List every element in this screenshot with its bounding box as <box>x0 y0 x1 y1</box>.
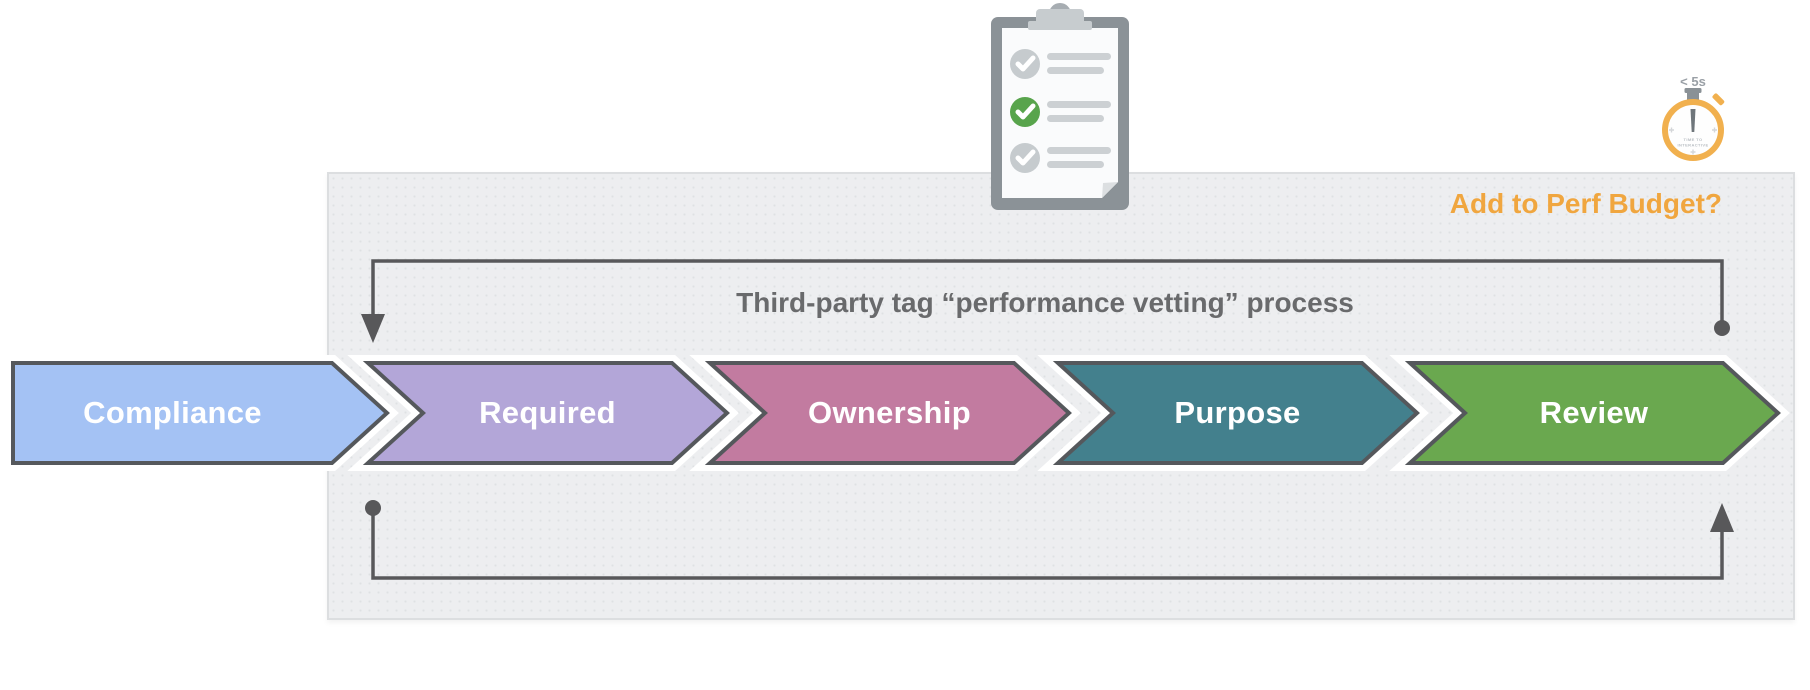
step-chevron-purpose <box>1052 361 1420 465</box>
step-chevron-review <box>1404 361 1781 465</box>
stopwatch-side-nub <box>1712 93 1725 106</box>
stopwatch-time-label: < 5s <box>1680 74 1706 89</box>
step-label-review: Review <box>1539 395 1649 430</box>
step-chevron-required <box>362 361 730 465</box>
step-label-compliance: Compliance <box>83 395 262 430</box>
stopwatch-dial-label-2: INTERACTIVE <box>1677 143 1708 148</box>
clipboard-checklist-icon <box>991 3 1129 210</box>
arrowhead-up-icon <box>1710 503 1734 532</box>
item-text-line <box>1047 161 1104 168</box>
step-chevron-compliance <box>11 361 390 465</box>
item-text-line <box>1047 115 1104 122</box>
top-feedback-loop <box>361 259 1730 343</box>
perf-budget-question: Add to Perf Budget? <box>1449 188 1722 219</box>
stopwatch-hand <box>1690 109 1696 132</box>
checklist-item <box>1010 49 1111 79</box>
dial-tick-marks <box>1669 127 1717 155</box>
step-label-ownership: Ownership <box>808 395 971 430</box>
step-label-purpose: Purpose <box>1174 395 1301 430</box>
top-loop-line <box>371 259 1724 328</box>
checklist-item <box>1010 97 1111 127</box>
item-text-line <box>1047 53 1111 60</box>
item-text-line <box>1047 147 1111 154</box>
item-text-line <box>1047 67 1104 74</box>
paper-fold <box>1102 182 1118 198</box>
arrowhead-down-icon <box>361 314 385 343</box>
step-label-required: Required <box>479 395 616 430</box>
stopwatch-icon: < 5s TIME TO INTERACTIVE <box>1662 74 1725 161</box>
checklist-item <box>1010 143 1111 173</box>
checkmark-icon <box>1015 55 1036 72</box>
bottom-loop-line <box>371 508 1724 580</box>
item-text-line <box>1047 101 1111 108</box>
checkmark-icon <box>1015 103 1036 120</box>
stopwatch-button <box>1687 91 1699 102</box>
diagram-title: Third-party tag “performance vetting” pr… <box>736 287 1354 318</box>
stopwatch-dial-label-1: TIME TO <box>1684 137 1703 142</box>
bottom-feedback-loop <box>365 500 1734 580</box>
clipboard-clip <box>1036 9 1084 25</box>
step-chevron-ownership <box>704 361 1072 465</box>
top-loop-start-dot <box>1714 320 1730 336</box>
checkmark-icon <box>1015 149 1036 166</box>
